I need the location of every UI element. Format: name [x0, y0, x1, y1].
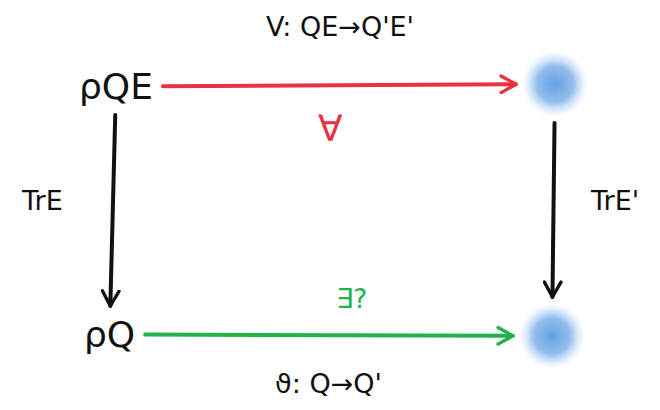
arrow-label: TrE'	[588, 185, 642, 216]
state-symbol: ρQE	[75, 64, 157, 109]
state-symbol: ρQ	[80, 312, 139, 357]
arrow-label: V: QE→Q'E'	[263, 11, 417, 42]
map-arrow	[145, 335, 513, 336]
state-blob	[522, 51, 588, 117]
annotation: ∀	[315, 108, 346, 149]
blob-shape	[519, 303, 585, 369]
state-label: ρQ	[80, 312, 139, 357]
state-blob	[519, 303, 585, 369]
map-arrow	[552, 123, 554, 297]
blob-shape	[522, 51, 588, 117]
map-arrow	[110, 115, 115, 306]
annotation: ϑ: Q→Q'	[272, 368, 385, 399]
map-arrow	[163, 84, 516, 86]
arrow-label: TrE	[19, 185, 66, 216]
state-label: ρQE	[75, 64, 157, 109]
arrow-label: ∃?	[333, 283, 370, 314]
